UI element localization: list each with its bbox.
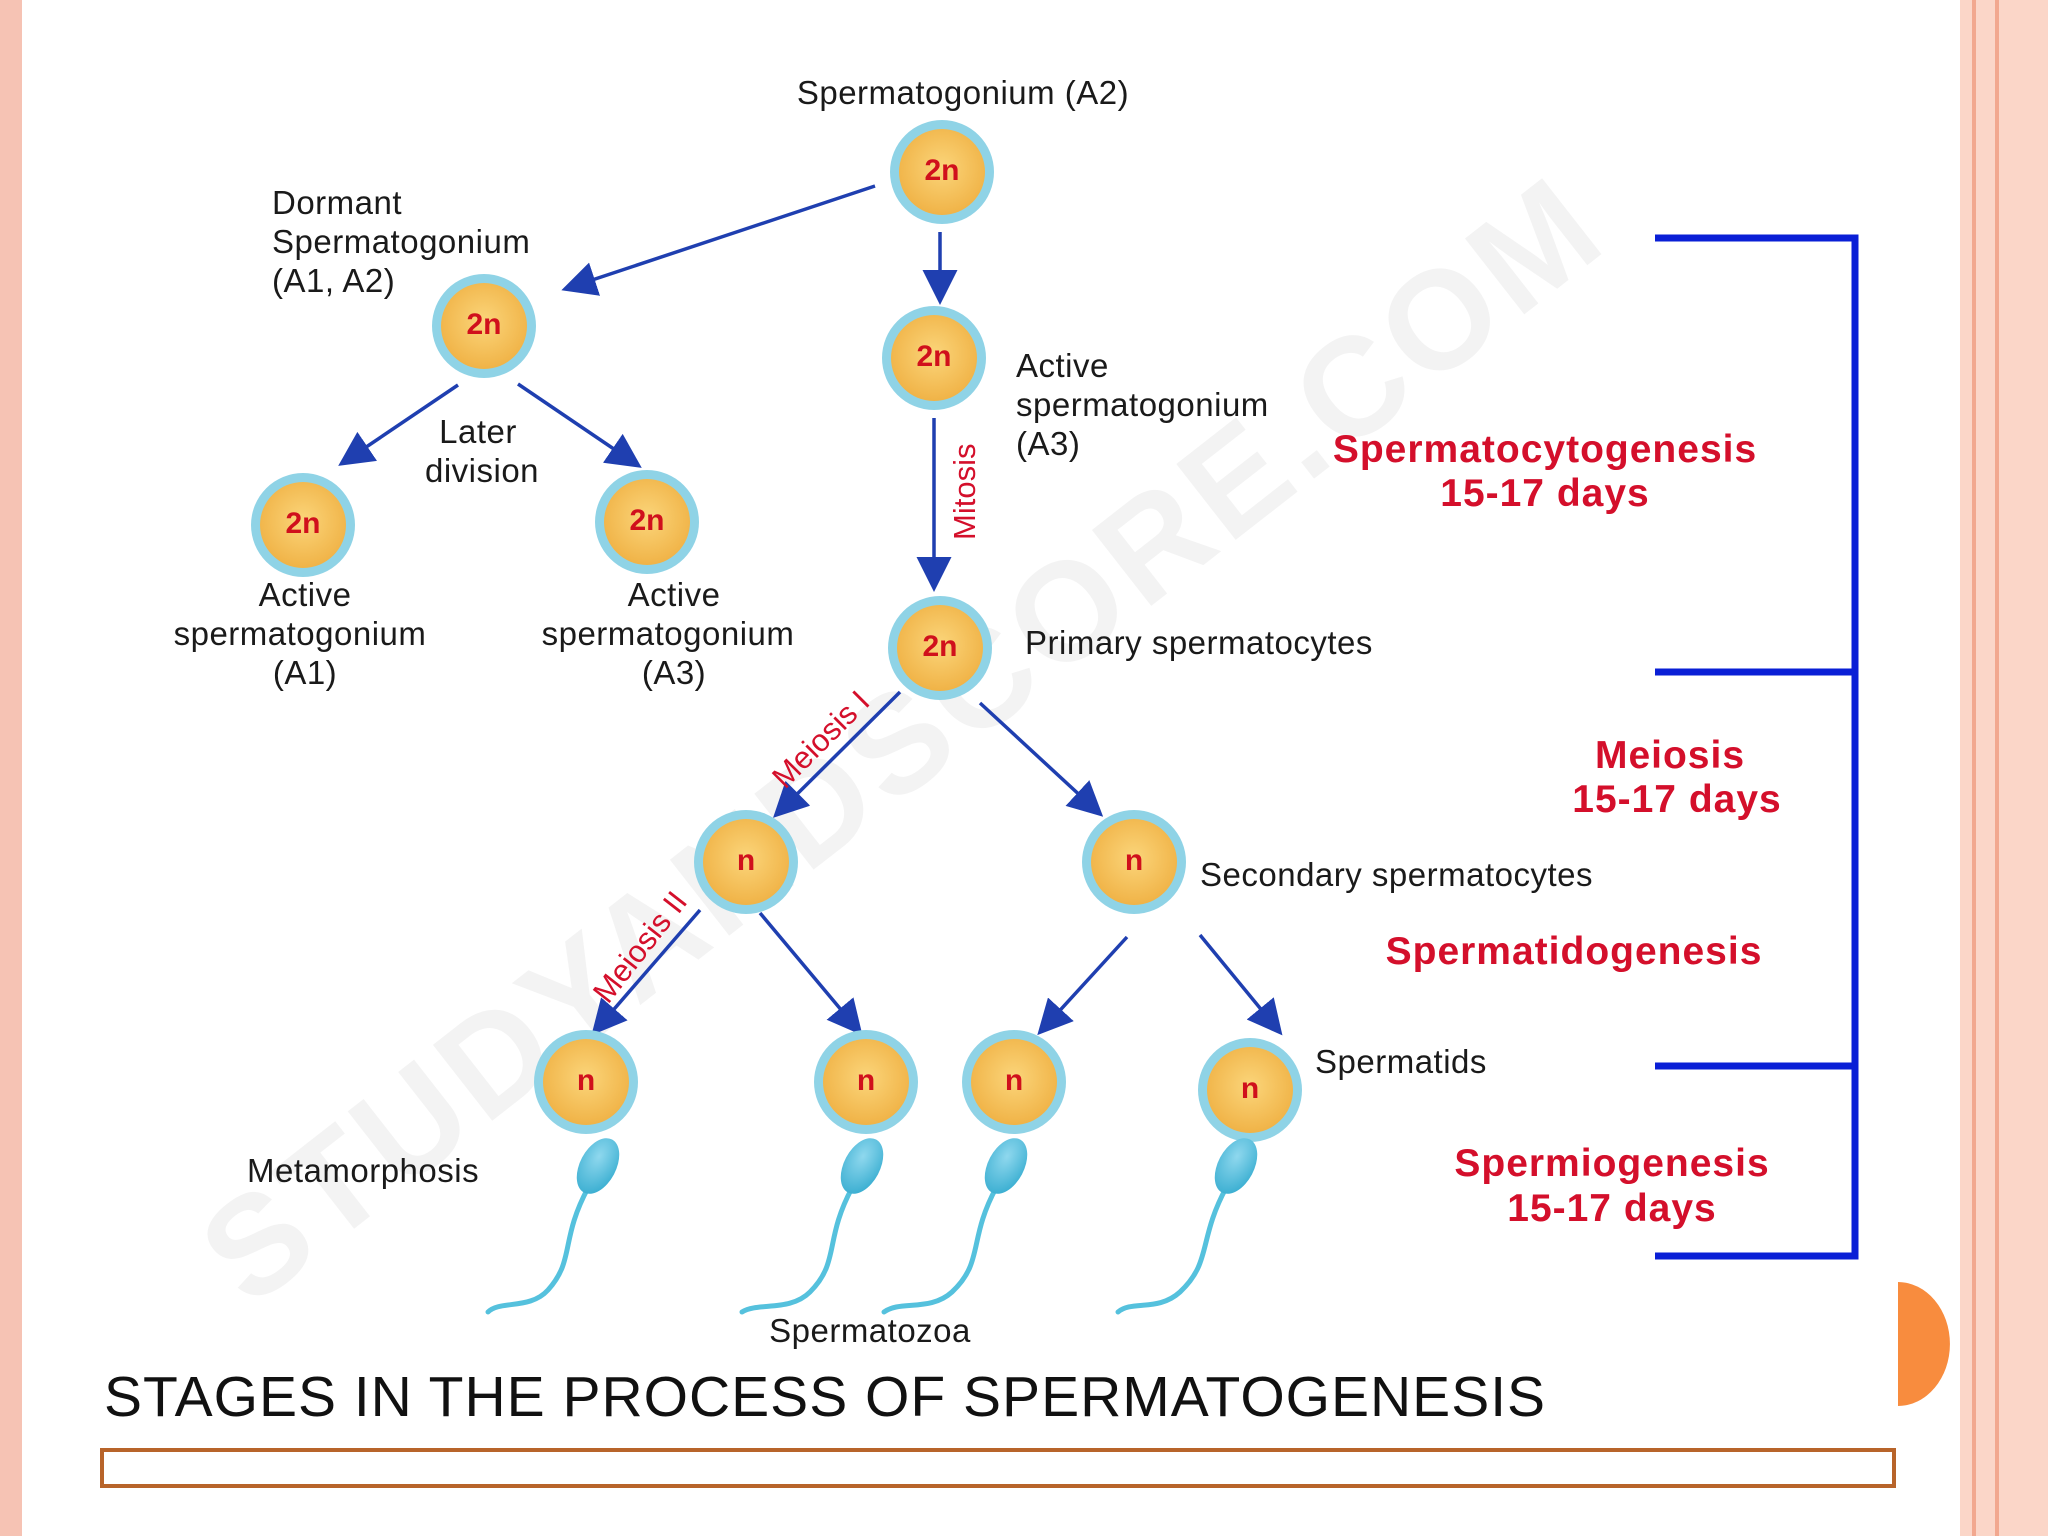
arrow-a2-to-dormant — [561, 184, 876, 296]
label-active-a1-1: Active — [259, 576, 352, 613]
cell-spermatid-1: n — [534, 1030, 638, 1134]
cell-secondary-left-label: n — [737, 844, 755, 877]
label-active-a3-left-3: (A3) — [642, 654, 706, 691]
label-active-a3-left-2: spermatogonium — [542, 615, 795, 652]
stage-bracket — [1655, 234, 1859, 1260]
label-mitosis: Mitosis — [947, 444, 982, 540]
phase-meiosis: Meiosis 15-17 days — [1572, 734, 1781, 821]
phase-meiosis-name: Meiosis — [1595, 734, 1745, 777]
arrow-meiosis1-right — [978, 701, 1104, 817]
phase-spermatidogenesis: Spermatidogenesis — [1386, 930, 1763, 973]
cell-primary: 2n — [888, 596, 992, 700]
label-secondary: Secondary spermatocytes — [1200, 856, 1593, 893]
slide-border-right-line-2 — [1995, 0, 1999, 1536]
cell-spermatid-4: n — [1198, 1038, 1302, 1142]
label-active-a3-left-1: Active — [628, 576, 721, 613]
cell-spermatid-3-label: n — [1005, 1064, 1023, 1097]
slide-border-right-line — [1972, 0, 1976, 1536]
cell-a3-left-label: 2n — [629, 504, 664, 537]
label-active-a3-top: Active spermatogonium (A3) — [1016, 347, 1269, 462]
label-active-a3-top-2: spermatogonium — [1016, 386, 1269, 423]
label-active-a3-top-3: (A3) — [1016, 425, 1080, 462]
phase-spermatocytogenesis-name: Spermatocytogenesis — [1333, 428, 1757, 471]
phase-spermiogenesis-name: Spermiogenesis — [1454, 1142, 1769, 1185]
label-dormant-2: Spermatogonium — [272, 223, 530, 260]
cell-primary-label: 2n — [922, 630, 957, 663]
phase-spermiogenesis: Spermiogenesis 15-17 days — [1454, 1142, 1769, 1230]
label-active-a3-top-1: Active — [1016, 347, 1109, 384]
arrow-dormant-to-a3 — [517, 382, 642, 468]
cell-secondary-left: n — [694, 810, 798, 914]
cell-dormant: 2n — [432, 274, 536, 378]
spermatozoon-3 — [881, 1138, 1028, 1315]
label-dormant-1: Dormant — [272, 184, 402, 221]
slide-border-left — [0, 0, 22, 1536]
cell-a3-left: 2n — [595, 470, 699, 574]
label-spermatogonium-a2: Spermatogonium (A2) — [797, 74, 1129, 111]
cell-a2-label: 2n — [924, 154, 959, 187]
arrow-meiosis2-2 — [758, 911, 863, 1036]
cell-spermatid-3: n — [962, 1030, 1066, 1134]
phase-meiosis-days: 15-17 days — [1572, 778, 1781, 821]
spermatozoon-1 — [485, 1138, 620, 1315]
cell-a2: 2n — [890, 120, 994, 224]
cell-active-a3-top: 2n — [882, 306, 986, 410]
arrow-meiosis2-4 — [1198, 933, 1283, 1036]
accent-half-circle — [1898, 1282, 1950, 1406]
label-primary: Primary spermatocytes — [1025, 624, 1373, 661]
cell-a1-label: 2n — [285, 507, 320, 540]
spermatozoon-4 — [1115, 1138, 1258, 1315]
diagram-title: STAGES IN THE PROCESS OF SPERMATOGENESIS — [104, 1365, 1546, 1429]
label-later-division-2: division — [425, 452, 539, 489]
spermatozoon-2 — [739, 1138, 884, 1315]
phase-spermatocytogenesis: Spermatocytogenesis 15-17 days — [1333, 428, 1757, 515]
cell-dormant-label: 2n — [466, 308, 501, 341]
label-dormant-3: (A1, A2) — [272, 262, 395, 299]
arrow-meiosis2-3 — [1037, 935, 1129, 1036]
label-metamorphosis: Metamorphosis — [247, 1152, 479, 1189]
label-later-division: Later division — [425, 413, 539, 489]
cell-secondary-right: n — [1082, 810, 1186, 914]
cell-spermatid-1-label: n — [577, 1064, 595, 1097]
cell-spermatid-4-label: n — [1241, 1072, 1259, 1105]
phase-spermatocytogenesis-days: 15-17 days — [1440, 472, 1649, 515]
label-active-a1-3: (A1) — [273, 654, 337, 691]
label-later-division-1: Later — [439, 413, 517, 450]
label-dormant: Dormant Spermatogonium (A1, A2) — [272, 184, 530, 299]
cell-spermatid-2-label: n — [857, 1064, 875, 1097]
cell-a1: 2n — [251, 473, 355, 577]
cell-active-a3-top-label: 2n — [916, 340, 951, 373]
phase-spermiogenesis-days: 15-17 days — [1507, 1187, 1716, 1230]
cell-spermatid-2: n — [814, 1030, 918, 1134]
arrow-meiosis1-left — [773, 690, 902, 818]
title-box — [100, 1448, 1896, 1488]
arrow-meiosis2-1 — [591, 908, 702, 1036]
arrow-dormant-to-a1 — [338, 383, 459, 466]
label-active-a1-2: spermatogonium — [174, 615, 427, 652]
label-active-a3-left: Active spermatogonium (A3) — [542, 576, 795, 691]
cell-secondary-right-label: n — [1125, 844, 1143, 877]
label-spermatozoa: Spermatozoa — [769, 1312, 971, 1349]
label-active-a1: Active spermatogonium (A1) — [174, 576, 427, 691]
arrows — [338, 184, 1283, 1036]
label-spermatids: Spermatids — [1315, 1043, 1487, 1080]
